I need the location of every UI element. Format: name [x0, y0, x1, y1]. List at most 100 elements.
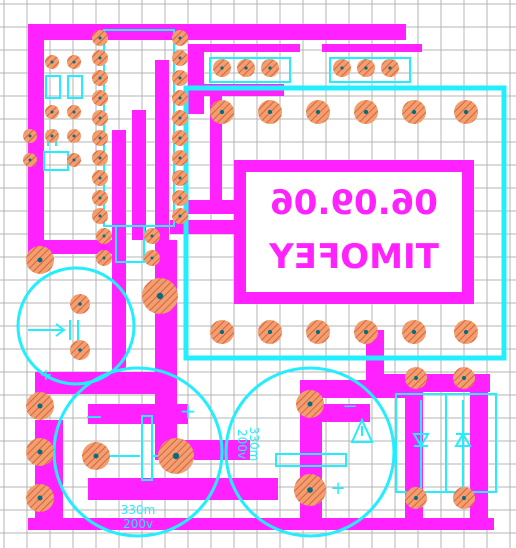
- small-cap-outline: [16, 266, 136, 386]
- drill-hole: [28, 158, 32, 162]
- drill-hole: [178, 96, 182, 100]
- drill-hole: [267, 109, 273, 115]
- drill-hole: [219, 109, 225, 115]
- drill-hole: [307, 487, 313, 493]
- small-resistor-2: [67, 75, 83, 99]
- drill-hole: [220, 66, 224, 70]
- drill-hole: [150, 256, 154, 260]
- display-outline: [183, 85, 507, 361]
- small-cap-plus-label: +: [39, 365, 52, 384]
- drill-hole: [268, 66, 272, 70]
- drill-hole: [150, 234, 154, 238]
- trace-cap-right-plus: [310, 404, 370, 422]
- connector-right-outline: [329, 57, 411, 83]
- drill-hole: [98, 156, 102, 160]
- drill-hole: [462, 496, 466, 500]
- connector-bar-right: [322, 44, 422, 52]
- drill-hole: [98, 76, 102, 80]
- drill-hole: [102, 256, 106, 260]
- drill-hole: [463, 109, 469, 115]
- board-date-label: 06.09.06: [270, 183, 438, 223]
- drill-hole: [178, 196, 182, 200]
- warning-triangle-icon: [350, 417, 374, 443]
- drill-hole: [72, 110, 76, 114]
- pads-layer: [23, 30, 478, 512]
- trace-bridge-v: [470, 374, 488, 524]
- drill-hole: [72, 134, 76, 138]
- copper-layer: [28, 24, 494, 530]
- drill-hole: [102, 234, 106, 238]
- trace-bottom-border: [28, 518, 494, 530]
- cap-left-voltage: 200v: [123, 517, 153, 531]
- trace-cap-left-bottom: [88, 478, 278, 500]
- drill-hole: [388, 66, 392, 70]
- drill-hole: [340, 66, 344, 70]
- drill-hole: [98, 116, 102, 120]
- drill-hole: [463, 329, 469, 335]
- big-cap-left-plus-label: +: [180, 399, 197, 423]
- display-frame-inner: [246, 172, 462, 292]
- drill-hole: [178, 156, 182, 160]
- drill-hole: [364, 66, 368, 70]
- trace-vertical-c: [155, 60, 169, 240]
- trace-left-border: [28, 24, 44, 264]
- drill-hole: [178, 176, 182, 180]
- board-author-label: TIMOFEY: [269, 237, 439, 277]
- drill-hole: [78, 302, 82, 306]
- drill-hole: [28, 134, 32, 138]
- drill-hole: [178, 136, 182, 140]
- cap-right-voltage: 200v: [235, 429, 249, 459]
- drill-hole: [98, 176, 102, 180]
- drill-hole: [178, 116, 182, 120]
- drill-hole: [178, 214, 182, 218]
- drill-hole: [50, 110, 54, 114]
- drill-hole: [219, 329, 225, 335]
- big-cap-left-minus-label: −: [85, 405, 103, 430]
- drill-hole: [315, 109, 321, 115]
- big-cap-right-outline: [224, 366, 396, 538]
- trace-top-ic: [188, 44, 204, 114]
- trace-left-mid: [28, 240, 123, 254]
- drill-hole: [50, 60, 54, 64]
- drill-hole: [37, 449, 43, 455]
- silk-labels: 06.09.06 TIMOFEY 330m 200v 330m 200v + +…: [39, 183, 439, 531]
- trace-top-border: [28, 24, 406, 40]
- drill-hole: [178, 56, 182, 60]
- drill-hole: [414, 376, 418, 380]
- drill-hole: [98, 196, 102, 200]
- drill-hole: [462, 376, 466, 380]
- drill-hole: [37, 495, 43, 501]
- drill-hole: [414, 496, 418, 500]
- drill-hole: [267, 329, 273, 335]
- big-cap-right-plus-label: +: [330, 478, 345, 499]
- cap-left-value: 330m: [121, 503, 156, 517]
- drill-hole: [411, 109, 417, 115]
- drill-hole: [78, 348, 82, 352]
- drill-hole: [37, 403, 43, 409]
- cap-right-value: 330m: [247, 427, 261, 462]
- big-cap-right-minus-label: −: [342, 396, 357, 417]
- drill-hole: [98, 214, 102, 218]
- crystal-outline: [115, 225, 145, 263]
- drill-hole: [98, 36, 102, 40]
- trace-big-v: [155, 240, 177, 460]
- polarity-arrow-head: [55, 323, 66, 337]
- drill-hole: [72, 158, 76, 162]
- trace-center-bus: [35, 372, 175, 394]
- trace-vertical-b: [132, 110, 146, 240]
- resistor-right-outline: [275, 453, 347, 467]
- drill-hole: [244, 66, 248, 70]
- drill-hole: [172, 452, 180, 460]
- drill-hole: [50, 134, 54, 138]
- drill-hole: [315, 329, 321, 335]
- drill-hole: [178, 76, 182, 80]
- drill-hole: [178, 36, 182, 40]
- drill-hole: [307, 401, 313, 407]
- drill-hole: [156, 292, 164, 300]
- drill-hole: [37, 257, 43, 263]
- drill-hole: [98, 136, 102, 140]
- connector-left-outline: [209, 57, 291, 83]
- connector-bar-left: [200, 44, 300, 52]
- drill-hole: [93, 453, 99, 459]
